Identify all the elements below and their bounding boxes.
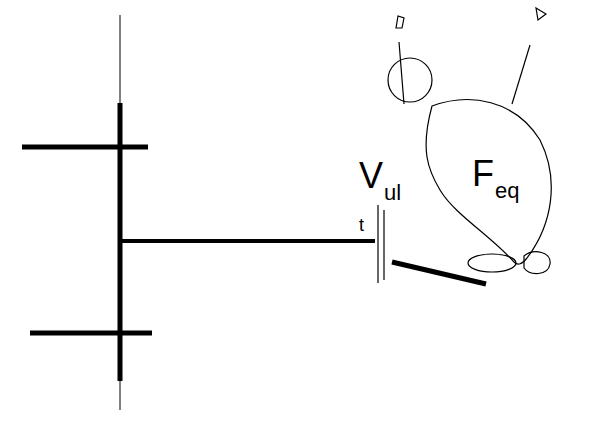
figure-foot xyxy=(468,254,516,272)
lower-beam xyxy=(30,331,152,336)
plate-edge xyxy=(377,205,378,283)
force-subscript: eq xyxy=(495,180,519,202)
figure-head xyxy=(388,58,432,102)
force-symbol: V xyxy=(359,158,383,194)
figure-body xyxy=(426,100,551,264)
figure-foot xyxy=(524,252,550,274)
cantilever-arm xyxy=(120,239,375,243)
kicking-leg xyxy=(392,262,486,284)
figure-arm xyxy=(512,45,530,104)
figure-arm xyxy=(399,42,404,104)
force-symbol: F xyxy=(472,156,494,192)
figure-hand xyxy=(396,16,404,28)
plate-edge xyxy=(383,210,384,280)
figure-hand xyxy=(536,8,546,20)
force-subscript: ul xyxy=(384,182,401,204)
thickness-label: t xyxy=(359,216,364,234)
axis-line xyxy=(120,15,121,410)
upper-beam xyxy=(22,145,148,150)
